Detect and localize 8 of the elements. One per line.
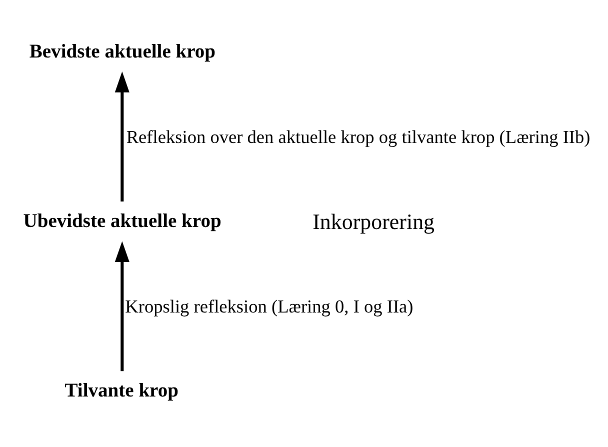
edge-label: Refleksion over den aktuelle krop og tilvante krop (Læring IIb)	[126, 126, 590, 147]
edge-label: Kropslig refleksion (Læring 0, I og IIa)	[125, 296, 414, 317]
arrow	[114, 72, 130, 202]
node-text: Bevidste aktuelle krop	[29, 41, 216, 62]
node-text: Ubevidste aktuelle krop	[23, 210, 222, 232]
label: Inkorporering	[312, 208, 435, 234]
node-text: Tilvante krop	[64, 380, 178, 402]
arrow	[114, 241, 130, 372]
